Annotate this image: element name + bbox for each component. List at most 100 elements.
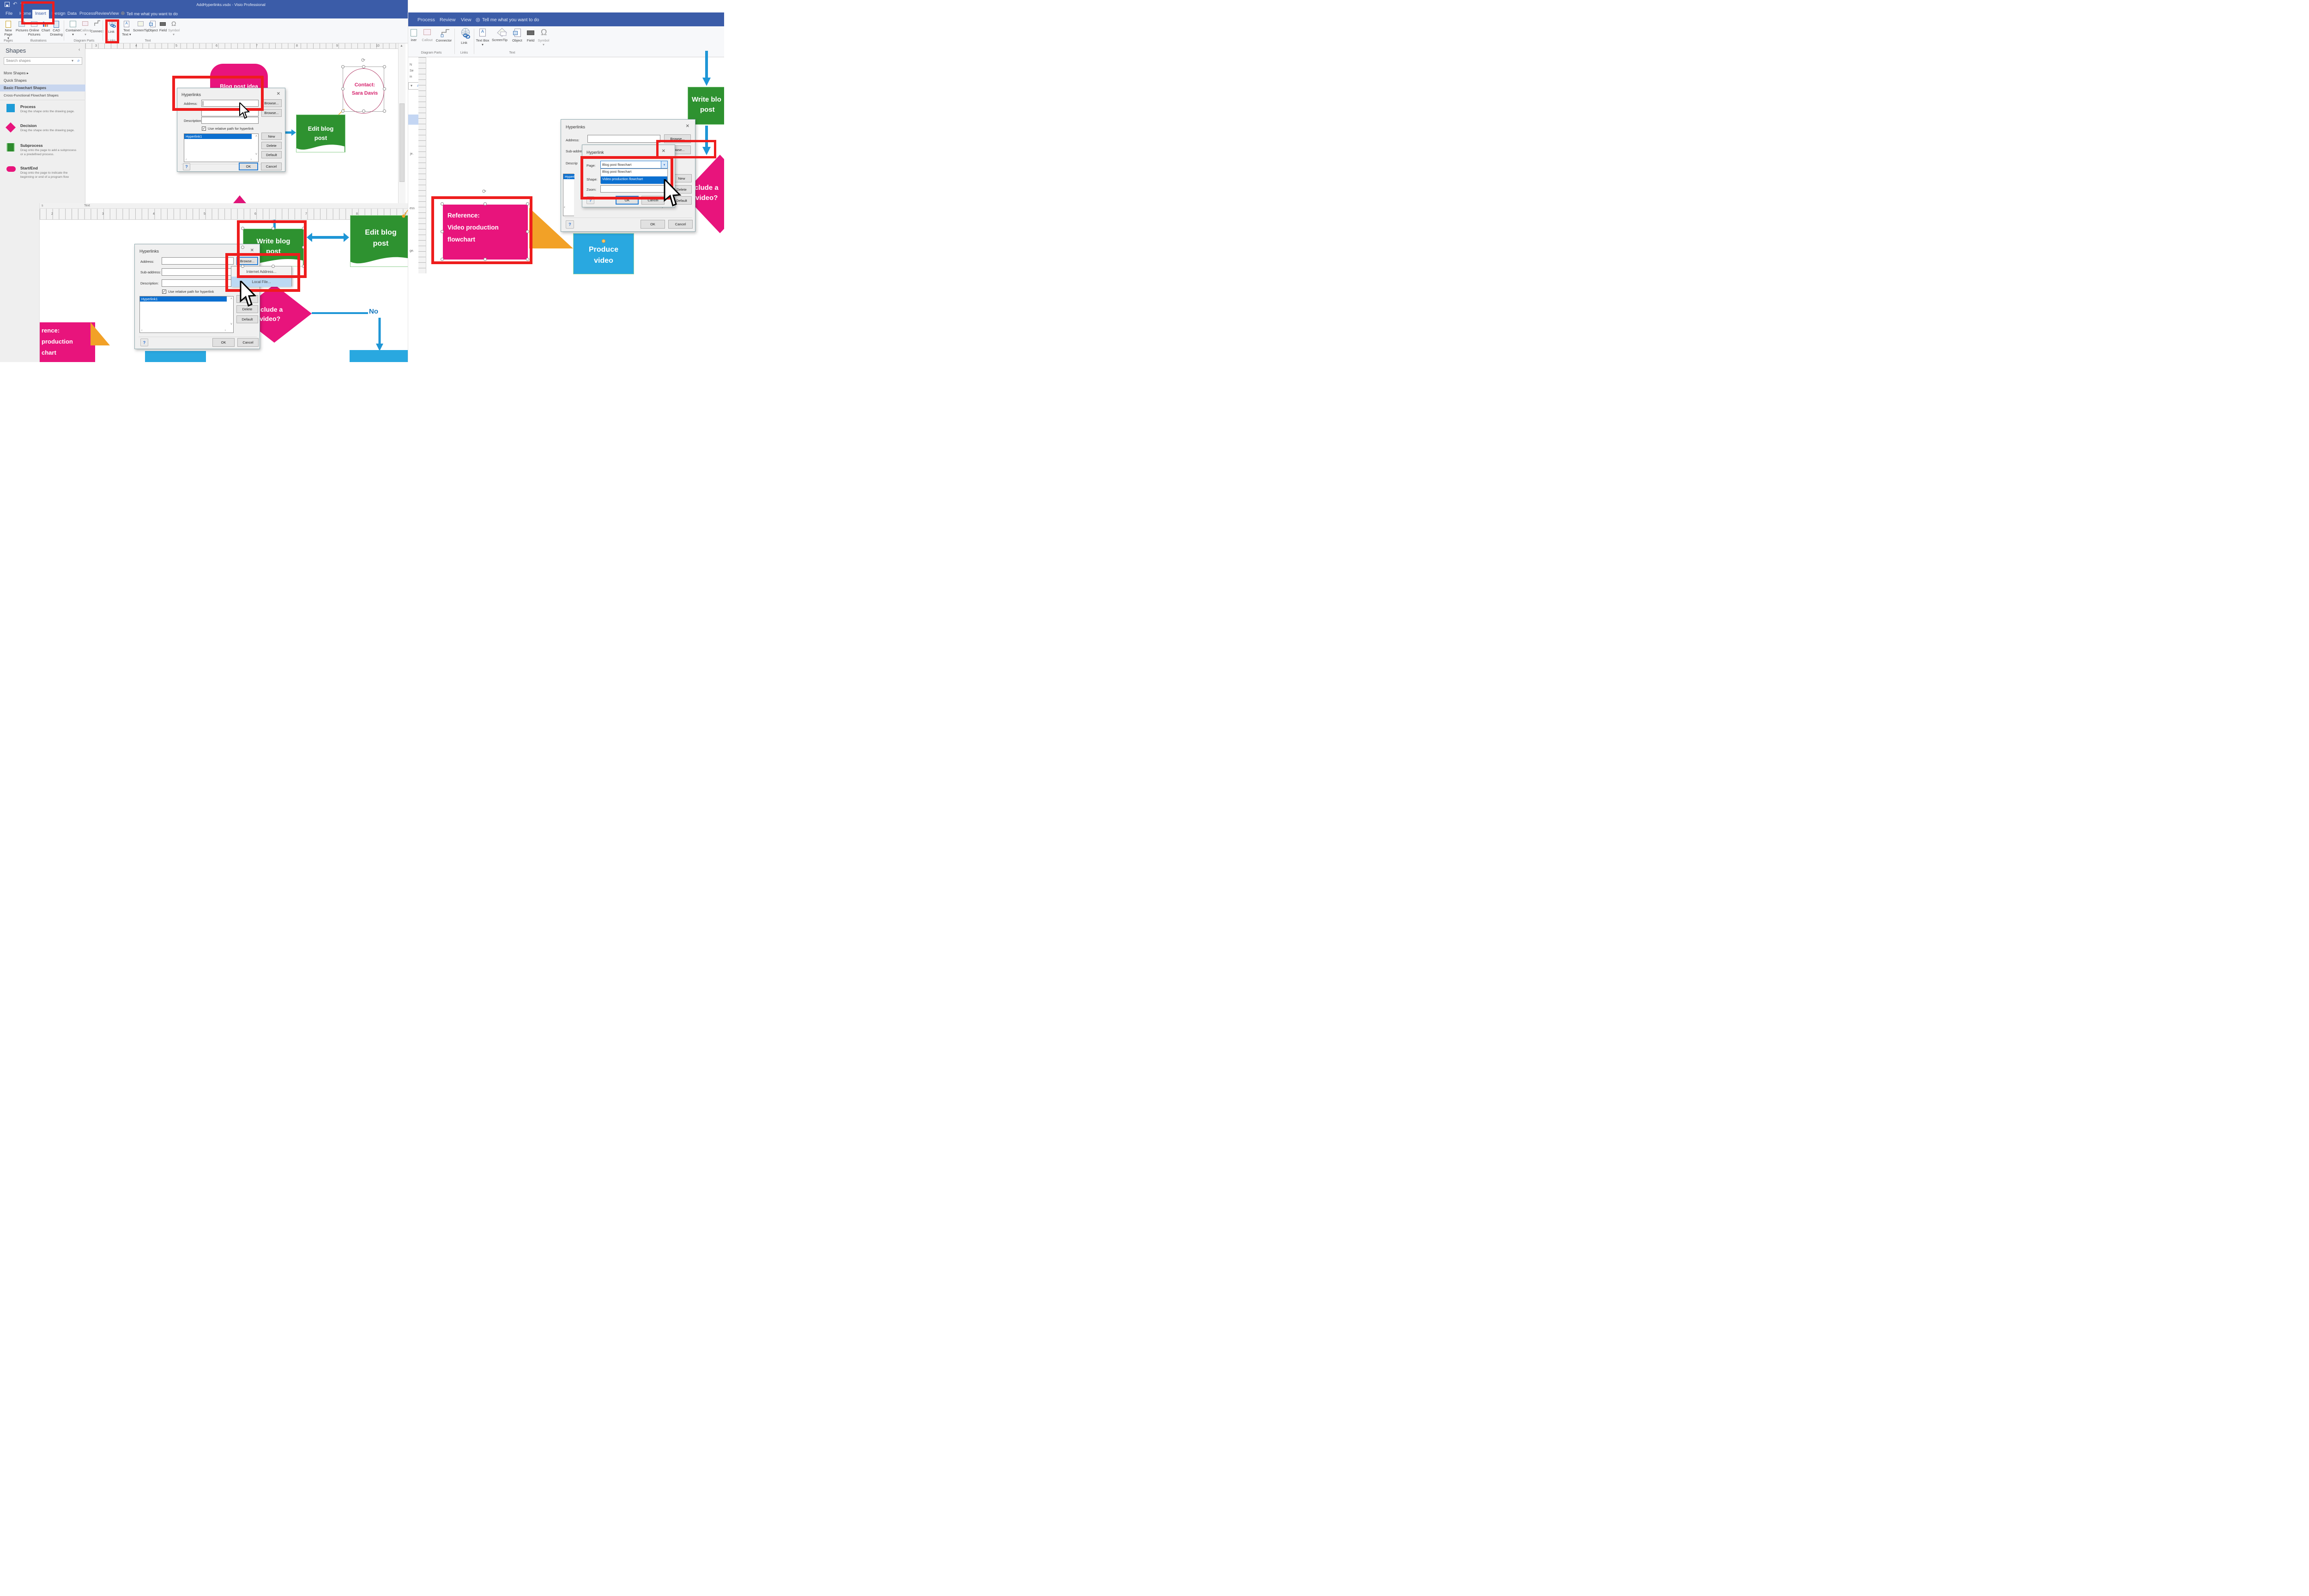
list-item-hyperlink1[interactable]: Hyperlink1 — [140, 296, 227, 302]
shape-item-subprocess[interactable]: Subprocess Drag onto the page to add a s… — [0, 141, 85, 163]
tab-file[interactable]: File — [6, 11, 13, 16]
connector-button[interactable]: Connector — [435, 28, 453, 42]
scroll-up-icon[interactable]: ▲ — [400, 44, 403, 48]
more-shapes-item[interactable]: More Shapes ▸ — [4, 71, 29, 75]
ok-button[interactable]: OK — [641, 220, 665, 229]
undo-icon[interactable]: ↶ — [13, 1, 18, 7]
address-field[interactable] — [201, 100, 259, 107]
shape-item-startend[interactable]: Start/End Drag onto the page to indicate… — [0, 164, 85, 192]
rotate-handle-icon[interactable]: ⟳ — [271, 219, 275, 225]
browse-button-2[interactable]: Browse... — [261, 109, 282, 117]
list-item-hyperlink-fragment[interactable]: Hyperlink — [563, 174, 574, 179]
scroll-right-icon[interactable]: › — [250, 158, 252, 161]
link-button[interactable]: Link — [456, 28, 472, 45]
text-box-button[interactable]: A Text Text ▾ — [122, 21, 131, 36]
help-button[interactable]: ? — [140, 339, 148, 346]
shape-reference[interactable]: Reference: Video production flowchart — [443, 205, 528, 260]
tab-review[interactable]: Review — [440, 17, 456, 23]
new-page-button[interactable]: New Page▾ — [2, 20, 15, 41]
search-icon[interactable]: ⌕ — [77, 58, 80, 63]
zoom-field[interactable] — [600, 185, 668, 193]
redo-icon[interactable]: ↷ — [20, 1, 25, 7]
close-icon[interactable]: ✕ — [685, 124, 689, 129]
search-shapes-input[interactable]: Search shapes ▾ ⌕ — [4, 57, 82, 65]
symbol-button[interactable]: Ω Symbol▾ — [168, 20, 180, 36]
pictures-button[interactable]: Pictures — [16, 20, 28, 33]
browse-button-1[interactable]: Browse... — [664, 134, 691, 143]
save-icon[interactable] — [5, 2, 10, 7]
shape-write-blog-post-c[interactable]: Write blo post — [688, 87, 724, 125]
tell-me[interactable]: Tell me what you want to do — [482, 18, 539, 23]
new-button[interactable]: New — [671, 174, 692, 182]
shape-contact-group[interactable]: ⟳ Contact: Sara Davis — [337, 54, 393, 114]
tab-insert[interactable]: Insert — [32, 10, 49, 18]
subdialog-ok-button[interactable]: OK — [616, 196, 639, 205]
tab-home[interactable]: Home — [19, 11, 31, 16]
chart-button[interactable]: Chart — [41, 20, 51, 33]
help-button[interactable]: ? — [566, 220, 574, 229]
address-field[interactable] — [162, 257, 234, 265]
tab-view[interactable]: View — [109, 11, 119, 16]
default-button[interactable]: Default — [236, 315, 258, 323]
container-button-fragment[interactable]: iner — [408, 28, 419, 42]
hyperlink-list-fragment[interactable]: Hyperlink — [563, 174, 574, 216]
hyperlink-list[interactable]: Hyperlink1 ˄ ˅ ‹ › — [139, 296, 234, 333]
symbol-button[interactable]: Ω Symbol▾ — [537, 28, 550, 47]
tab-data[interactable]: Data — [67, 11, 77, 16]
scroll-up-icon[interactable]: ˄ — [255, 135, 257, 138]
hyperlink-list[interactable]: Hyperlink1 ˄ ˅ ‹ › — [184, 133, 259, 162]
scroll-down-icon[interactable]: ˅ — [230, 323, 232, 326]
browse-button-1[interactable]: Browse... — [236, 257, 258, 265]
tell-me[interactable]: Tell me what you want to do — [127, 12, 178, 16]
browse-button-1[interactable]: Browse... — [261, 99, 282, 107]
list-item-hyperlink1[interactable]: Hyperlink1 — [184, 134, 252, 139]
connect-button[interactable]: Connect — [91, 20, 103, 33]
delete-button[interactable]: Delete — [261, 142, 282, 149]
cancel-button[interactable]: Cancel — [261, 163, 282, 170]
object-button[interactable]: Object — [510, 28, 525, 43]
scroll-down-icon[interactable]: ˅ — [255, 153, 257, 156]
quick-shapes-item[interactable]: Quick Shapes — [4, 79, 27, 83]
basic-flowchart-item[interactable]: Basic Flowchart Shapes — [0, 85, 85, 91]
online-pictures-button[interactable]: Online Pictures — [28, 20, 41, 36]
description-field[interactable] — [201, 117, 259, 124]
help-button[interactable]: ? — [586, 196, 594, 204]
screentip-button[interactable]: ScreenTip — [490, 28, 509, 42]
shape-item-decision[interactable]: Decision Drag the shape onto the drawing… — [0, 121, 85, 139]
collapse-panel-icon[interactable]: ‹ — [79, 47, 80, 52]
option-video-production-flowchart[interactable]: Video production flowchart — [601, 176, 667, 184]
link-button[interactable]: Link — [104, 19, 118, 34]
scroll-left-icon[interactable]: ‹ — [141, 329, 143, 332]
subdialog-cancel-button[interactable]: Cancel — [641, 196, 665, 205]
cancel-button[interactable]: Cancel — [668, 220, 693, 229]
menu-internet-address[interactable]: Internet Address... — [246, 269, 277, 274]
tab-design[interactable]: Design — [52, 11, 66, 16]
shape-edit-blog-post-a[interactable]: Edit blog post — [296, 115, 345, 152]
cross-functional-item[interactable]: Cross-Functional Flowchart Shapes — [4, 93, 59, 97]
scroll-right-icon[interactable]: › — [224, 329, 226, 332]
help-button[interactable]: ? — [183, 163, 190, 170]
option-blog-post-flowchart[interactable]: Blog post flowchart — [601, 169, 667, 176]
description-field[interactable] — [162, 279, 234, 287]
screentip-button[interactable]: ScreenTip — [133, 20, 149, 33]
sub-address-field[interactable] — [162, 268, 234, 276]
tab-review[interactable]: Review — [95, 11, 110, 16]
container-button[interactable]: Container▾ — [66, 20, 81, 36]
new-button[interactable]: New — [261, 133, 282, 140]
close-icon[interactable]: ✕ — [250, 248, 254, 253]
default-button[interactable]: Default — [261, 151, 282, 158]
ok-button[interactable]: OK — [212, 338, 235, 347]
combo-dropdown-icon[interactable]: ▾ — [661, 161, 667, 168]
shape-item-process[interactable]: Process Drag the shape onto the drawing … — [0, 103, 85, 119]
callout-button[interactable]: Callout — [420, 28, 434, 42]
page-combo[interactable]: Blog post flowchart ▾ — [600, 161, 668, 169]
scroll-up-icon[interactable]: ˄ — [230, 297, 232, 301]
relative-path-checkbox[interactable]: ✓ — [162, 290, 166, 294]
shape-produce-video[interactable]: Produce video — [573, 233, 634, 274]
field-button[interactable]: Field — [158, 20, 168, 33]
delete-button[interactable]: Delete — [236, 305, 258, 313]
text-box-button[interactable]: A Text Box▾ — [476, 29, 490, 47]
scroll-left-icon[interactable]: ‹ — [186, 158, 187, 161]
tab-process[interactable]: Process — [417, 17, 435, 23]
dropdown-icon[interactable]: ▾ — [71, 59, 73, 63]
